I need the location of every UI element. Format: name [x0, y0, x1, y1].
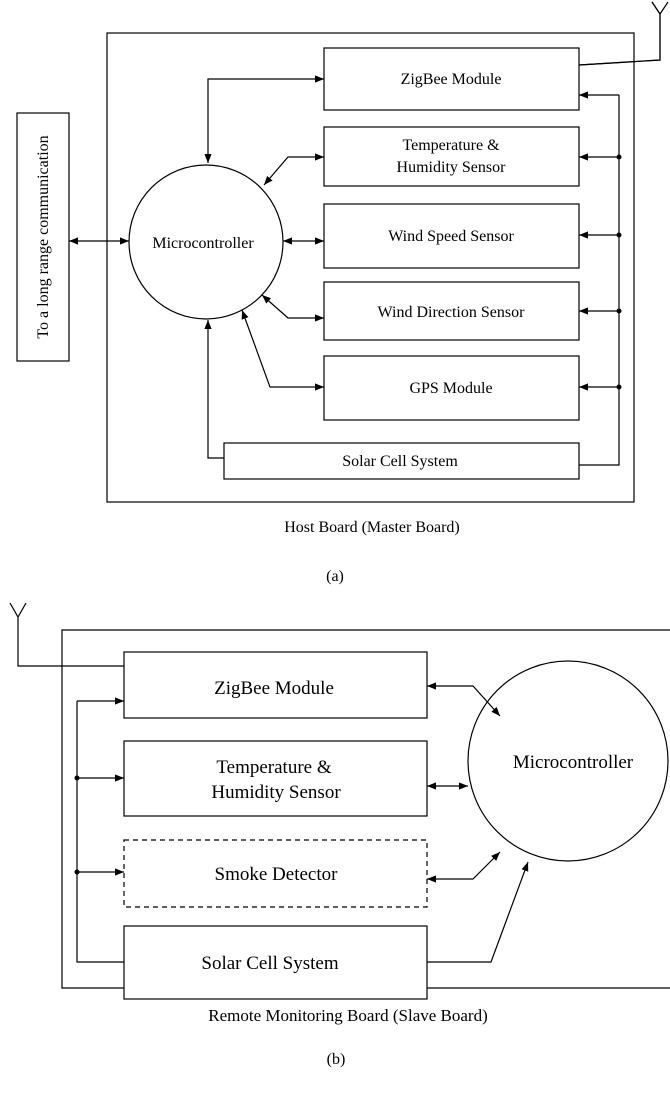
host-board-caption: Host Board (Master Board)	[284, 519, 460, 536]
microcontroller-circle-b	[467, 660, 669, 862]
gps-module-box-a	[323, 355, 580, 421]
solar-cell-box-b	[123, 925, 428, 1000]
solar-cell-label-b: Solar Cell System	[201, 953, 338, 974]
zigbee-module-box-b	[123, 651, 428, 719]
panel-b-label: (b)	[327, 1051, 346, 1068]
temp-humidity-label-a-line2: Humidity Sensor	[397, 159, 507, 176]
antenna-mast-b	[9, 602, 124, 667]
antenna-mast-a	[578, 1, 669, 66]
junction-dot-b2	[74, 869, 80, 875]
wind-direction-box-a	[323, 281, 580, 341]
temp-humidity-box-b	[123, 740, 428, 817]
microcontroller-label-b: Microcontroller	[513, 752, 634, 773]
long-range-comm-box	[16, 112, 70, 362]
microcontroller-label-a: Microcontroller	[152, 235, 254, 252]
mcu-temp-arrow-a	[263, 153, 324, 186]
wind-direction-label-a: Wind Direction Sensor	[378, 304, 526, 321]
temp-humidity-box-a	[323, 126, 580, 187]
panel-a-label: (a)	[326, 568, 344, 585]
power-bus-a	[579, 95, 620, 466]
zigbee-module-label-a: ZigBee Module	[401, 71, 502, 88]
junction-dot-b1	[74, 775, 80, 781]
panel-b: ZigBee Module Temperature & Humidity Sen…	[9, 602, 670, 1068]
zigbee-mcu-arrow-b	[427, 682, 501, 717]
junction-dot-a3	[616, 308, 622, 314]
zigbee-module-box-a	[323, 47, 580, 111]
junction-dot-a2	[616, 232, 622, 238]
smoke-detector-label-b: Smoke Detector	[215, 864, 339, 885]
solar-to-mcu-arrow-b	[427, 861, 529, 963]
long-range-comm-label: To a long range communication	[35, 135, 52, 338]
smoke-mcu-arrow-b	[427, 851, 501, 883]
solar-cell-box-a	[223, 442, 580, 480]
mcu-gps-arrow-a	[241, 309, 324, 391]
panel-a: To a long range communication Microcontr…	[16, 1, 669, 585]
temp-humidity-label-b-line2: Humidity Sensor	[211, 782, 341, 803]
slave-board-caption: Remote Monitoring Board (Slave Board)	[208, 1006, 488, 1025]
power-bus-b	[76, 701, 124, 963]
gps-module-label-a: GPS Module	[409, 380, 492, 397]
temp-humidity-label-b-line1: Temperature &	[216, 757, 331, 778]
solar-cell-label-a: Solar Cell System	[342, 453, 458, 470]
wind-speed-box-a	[323, 203, 580, 269]
junction-dot-a1	[616, 154, 622, 160]
wind-speed-label-a: Wind Speed Sensor	[388, 228, 514, 245]
mcu-zigbee-arrow-a	[204, 75, 324, 163]
junction-dot-a4	[616, 384, 622, 390]
zigbee-module-label-b: ZigBee Module	[214, 678, 334, 699]
temp-humidity-label-a-line1: Temperature &	[402, 137, 500, 154]
solar-to-mcu-arrow-a	[204, 320, 224, 459]
